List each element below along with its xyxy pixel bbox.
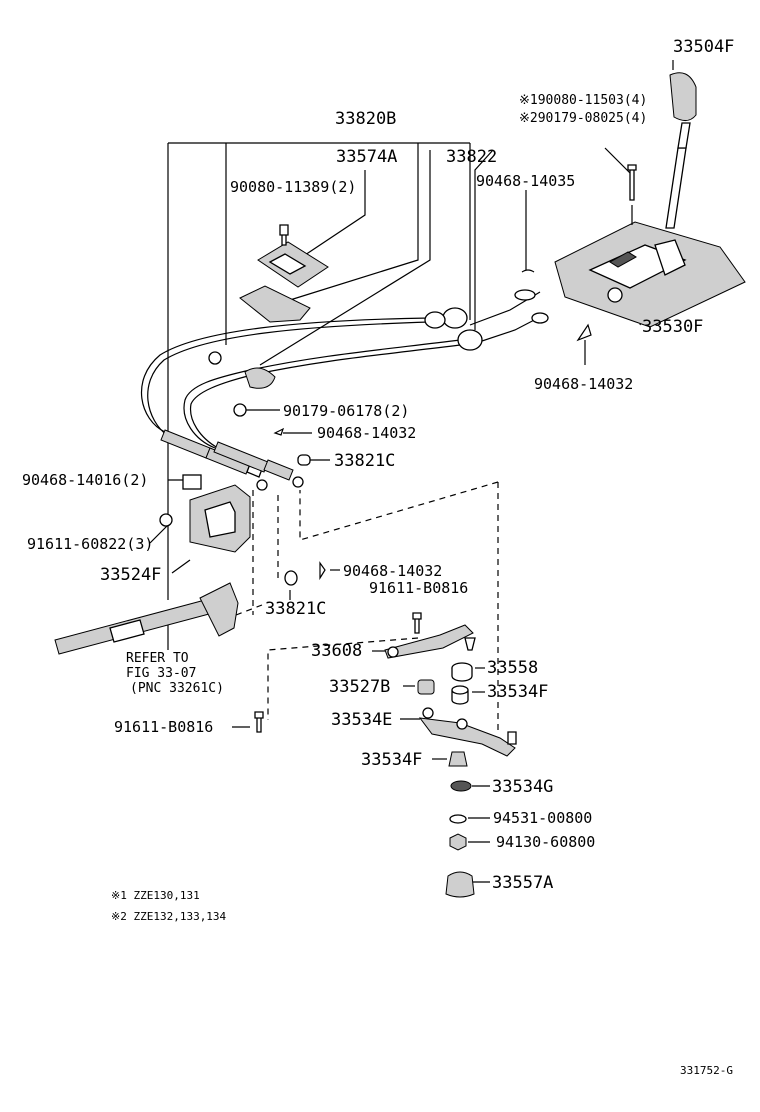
label-33821C-top: 33821C	[334, 451, 395, 471]
label-33534G: 33534G	[492, 777, 553, 797]
shift-linkage	[384, 624, 517, 898]
washer-33534G	[450, 780, 472, 792]
label-33504F: 33504F	[673, 37, 734, 57]
label-94130-60800: 94130-60800	[496, 833, 595, 851]
label-33530F: 33530F	[642, 317, 703, 337]
label-90468-14032-mid: 90468-14032	[317, 424, 416, 442]
label-91611-B0816-low: 91611-B0816	[114, 718, 213, 736]
cable-end-b	[213, 441, 269, 473]
label-91611-60822: 91611-60822(3)	[27, 535, 153, 553]
label-33558: 33558	[487, 658, 538, 678]
label-33534F-low: 33534F	[361, 750, 422, 770]
label-90468-14016: 90468-14016(2)	[22, 471, 148, 489]
shift-lever-assembly	[554, 72, 746, 328]
label-33534E: 33534E	[331, 710, 392, 730]
note-2: ※2 ZZE132,133,134	[111, 910, 227, 923]
label-33608: 33608	[311, 641, 362, 661]
bracket-90179-06178	[244, 367, 276, 389]
nut-94130-60800	[449, 833, 467, 851]
bolt-90179-08025	[627, 164, 637, 201]
label-33557A: 33557A	[492, 873, 553, 893]
label-pnc-33261c: (PNC 33261C)	[130, 681, 224, 696]
note-1: ※1 ZZE130,131	[111, 889, 200, 902]
label-33524F: 33524F	[100, 565, 161, 585]
lever-33608	[384, 624, 474, 659]
cables	[140, 289, 549, 491]
shift-knob	[669, 72, 697, 121]
label-33534F-top: 33534F	[487, 682, 548, 702]
label-94531-00800: 94531-00800	[493, 809, 592, 827]
diagram-id: 331752-G	[680, 1064, 733, 1077]
dashed-assembly-lines	[235, 481, 499, 730]
label-91611-B0816-top: 91611-B0816	[369, 579, 468, 597]
label-290179-08025: ※290179-08025(4)	[519, 111, 647, 126]
cable-bracket-33524F	[159, 474, 251, 553]
label-33821C-low: 33821C	[265, 599, 326, 619]
part-labels: 33504F ※190080-11503(4) ※290179-08025(4)…	[22, 37, 734, 1077]
label-90468-14035: 90468-14035	[476, 172, 575, 190]
plate-33820B	[239, 285, 311, 323]
label-90468-14032-top: 90468-14032	[534, 375, 633, 393]
retainer-parts	[208, 224, 592, 466]
cable-33820B	[140, 317, 431, 433]
boot-33557A	[445, 871, 475, 898]
label-refer-to: REFER TO	[126, 651, 189, 666]
clip-33527B	[417, 679, 435, 695]
shift-rod	[665, 147, 687, 229]
label-90179-06178: 90179-06178(2)	[283, 402, 409, 420]
label-190080-11503: ※190080-11503(4)	[519, 93, 647, 108]
label-33820B: 33820B	[335, 109, 396, 129]
label-fig-33-07: FIG 33-07	[126, 666, 196, 681]
label-33822: 33822	[446, 147, 497, 167]
lower-small-parts	[254, 561, 422, 733]
label-90080-11389: 90080-11389(2)	[230, 178, 356, 196]
bushing-33534F-lower	[448, 751, 468, 767]
cable-33822	[183, 339, 461, 449]
label-33527B: 33527B	[329, 677, 390, 697]
washer-94531-00800	[449, 814, 467, 824]
transaxle-shaft	[54, 582, 239, 655]
label-90468-14032-low: 90468-14032	[343, 562, 442, 580]
label-33574A: 33574A	[336, 147, 397, 167]
